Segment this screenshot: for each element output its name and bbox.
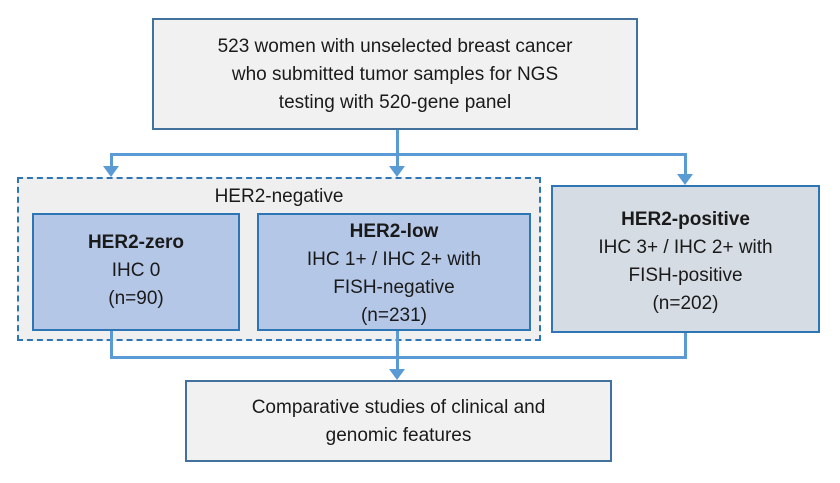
connector-top-middle-line [396,130,399,168]
cohort-line-1: 523 women with unselected breast cancer [217,36,573,57]
her2-zero-line-1: IHC 0 [111,260,161,281]
her2-zero-title: HER2-zero [87,232,185,253]
connector-top-rail [110,153,687,156]
her2-negative-group-label: HER2-negative [214,186,344,207]
her2-positive-line-3: (n=202) [652,293,719,314]
her2-low-line-1: IHC 1+ / IHC 2+ with [306,249,482,270]
cohort-box: 523 women with unselected breast cancer … [152,18,638,130]
arrow-down-icon [389,369,405,380]
connector-bottom-right-line [684,333,687,358]
connector-bottom-left-line [110,331,113,358]
connector-bottom-middle-line [396,331,399,370]
connector-top-left-line [110,154,113,168]
her2-positive-title: HER2-positive [621,209,750,230]
arrow-down-icon [103,166,119,177]
her2-low-line-3: (n=231) [360,305,428,326]
outcome-box: Comparative studies of clinical and geno… [185,380,612,462]
her2-zero-box: HER2-zero IHC 0 (n=90) [32,213,240,331]
cohort-line-2: who submitted tumor samples for NGS [231,64,559,85]
cohort-line-3: testing with 520-gene panel [278,92,512,113]
arrow-down-icon [677,174,693,185]
her2-positive-line-2: FISH-positive [628,265,743,286]
her2-positive-line-1: IHC 3+ / IHC 2+ with [598,237,773,258]
her2-positive-box: HER2-positive IHC 3+ / IHC 2+ with FISH-… [551,185,820,333]
arrow-down-icon [389,166,405,177]
connector-top-right-line [684,154,687,176]
her2-zero-line-2: (n=90) [108,288,164,309]
outcome-line-2: genomic features [325,425,472,446]
her2-low-title: HER2-low [349,221,439,242]
outcome-line-1: Comparative studies of clinical and [251,397,546,418]
her2-low-box: HER2-low IHC 1+ / IHC 2+ with FISH-negat… [257,213,531,331]
her2-low-line-2: FISH-negative [333,277,455,298]
